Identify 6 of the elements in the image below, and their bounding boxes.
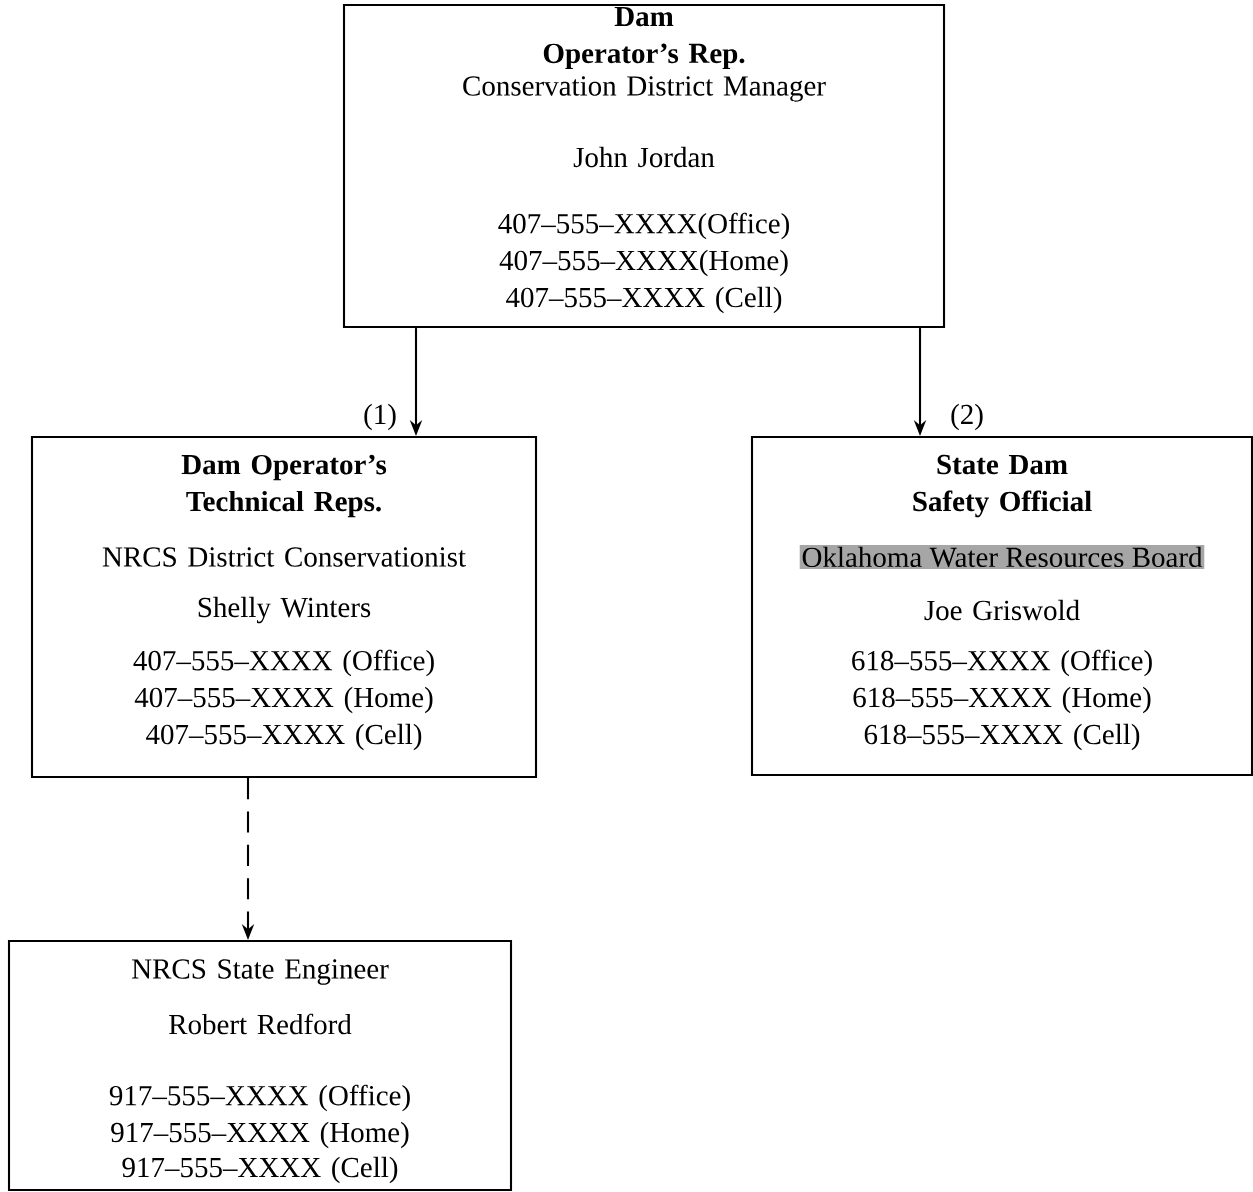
edge-label: (1) (364, 403, 396, 431)
contact-box: Dam Operator’s Rep. Conservation District Manager John Jordan 407–555–XXXX(Office) 407–555–XXXX(Home) 407–555–XXXX (Cell) (342, 3, 946, 329)
contact-box: Dam Operator’s Technical Reps. NRCS District Conservationist Shelly Winters 407–555–XXXX (Office) 407–555–XXXX (Home) 407–555–XXXX (Cell) (30, 435, 538, 779)
contact-box: NRCS State Engineer Robert Redford 917–555–XXXX (Office) 917–555–XXXX (Home) 917–555–XXXX (Cell) (7, 939, 513, 1192)
contact-box: State Dam Safety Official Oklahoma Water Resources Board Joe Griswold 618–555–XXXX (Office) 618–555–XXXX (Home) 618–555–XXXX (Cell) (750, 435, 1253, 777)
edge-label: (2) (951, 403, 983, 431)
